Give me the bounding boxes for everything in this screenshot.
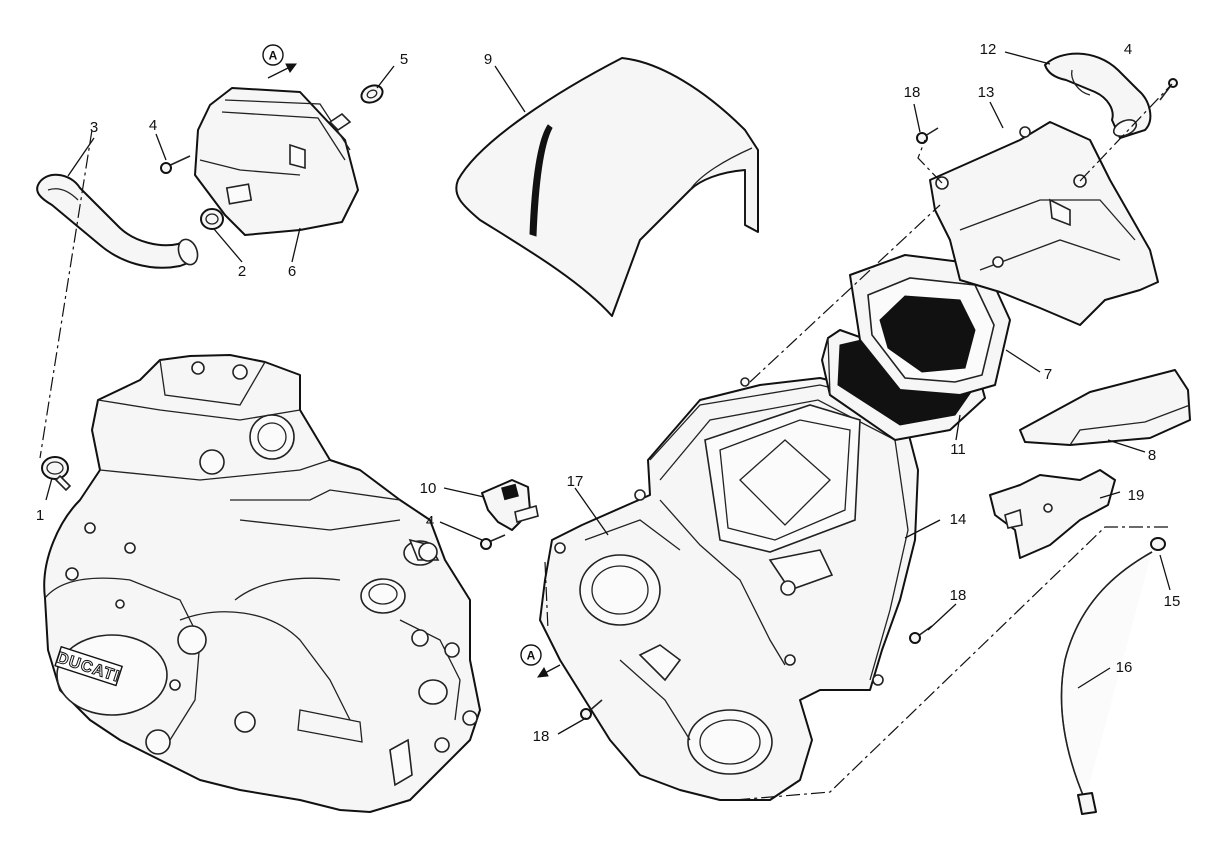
- svg-text:A: A: [527, 649, 536, 663]
- sealing-washer: [328, 84, 384, 132]
- callout-9: 9: [484, 51, 492, 68]
- callout-18-middle: 18: [950, 587, 967, 604]
- leader-lines: [45, 51, 1171, 735]
- callout-16: 16: [1116, 659, 1133, 676]
- callout-11: 11: [950, 441, 966, 458]
- air-box-housing: [539, 377, 919, 801]
- callout-labels: 1 2 3 4 4 4 5 6 7 8 9 10 11 12 13 14 15 …: [36, 41, 1181, 745]
- callout-1: 1: [36, 507, 44, 524]
- callout-10: 10: [420, 480, 437, 497]
- callout-6: 6: [288, 263, 296, 280]
- mounting-bracket: [481, 479, 539, 531]
- reference-marker-top: A: [262, 44, 297, 79]
- breather-cap: [200, 208, 224, 230]
- callout-15: 15: [1164, 593, 1181, 610]
- svg-text:A: A: [269, 49, 278, 63]
- drain-hose: [1060, 537, 1166, 815]
- callout-8: 8: [1148, 447, 1156, 464]
- upper-air-box-cover: [929, 121, 1159, 326]
- screw-18-lower: [580, 699, 603, 720]
- air-box-cover: [455, 57, 759, 317]
- hose-clamp: [41, 456, 72, 492]
- breather-hose: [36, 173, 199, 269]
- callout-18-upper: 18: [904, 84, 921, 101]
- mounting-plate: [989, 469, 1116, 559]
- callout-4-left: 4: [149, 117, 157, 134]
- callout-17: 17: [567, 473, 584, 490]
- breather-tank: [194, 87, 359, 236]
- callout-7: 7: [1044, 366, 1052, 383]
- callout-18-lower: 18: [533, 728, 550, 745]
- screw-4-lower: [480, 534, 506, 550]
- callout-14: 14: [950, 511, 967, 528]
- screw-4-right: [1159, 78, 1178, 101]
- callout-4-lower: 4: [426, 513, 434, 530]
- air-intake-duct: [1044, 52, 1152, 139]
- callout-3: 3: [90, 119, 98, 136]
- callout-4-right: 4: [1124, 41, 1132, 58]
- filter-frame: [849, 254, 1011, 396]
- reference-marker-bottom: A: [520, 644, 561, 678]
- side-deflector: [1019, 369, 1191, 446]
- assembly-lines: [39, 83, 1173, 801]
- callout-5: 5: [400, 51, 408, 68]
- callout-13: 13: [978, 84, 995, 101]
- callout-12: 12: [980, 41, 997, 58]
- callout-19: 19: [1128, 487, 1145, 504]
- screw-4-left: [160, 155, 191, 174]
- callout-2: 2: [238, 263, 246, 280]
- engine-assembly: DUCATI: [43, 354, 481, 813]
